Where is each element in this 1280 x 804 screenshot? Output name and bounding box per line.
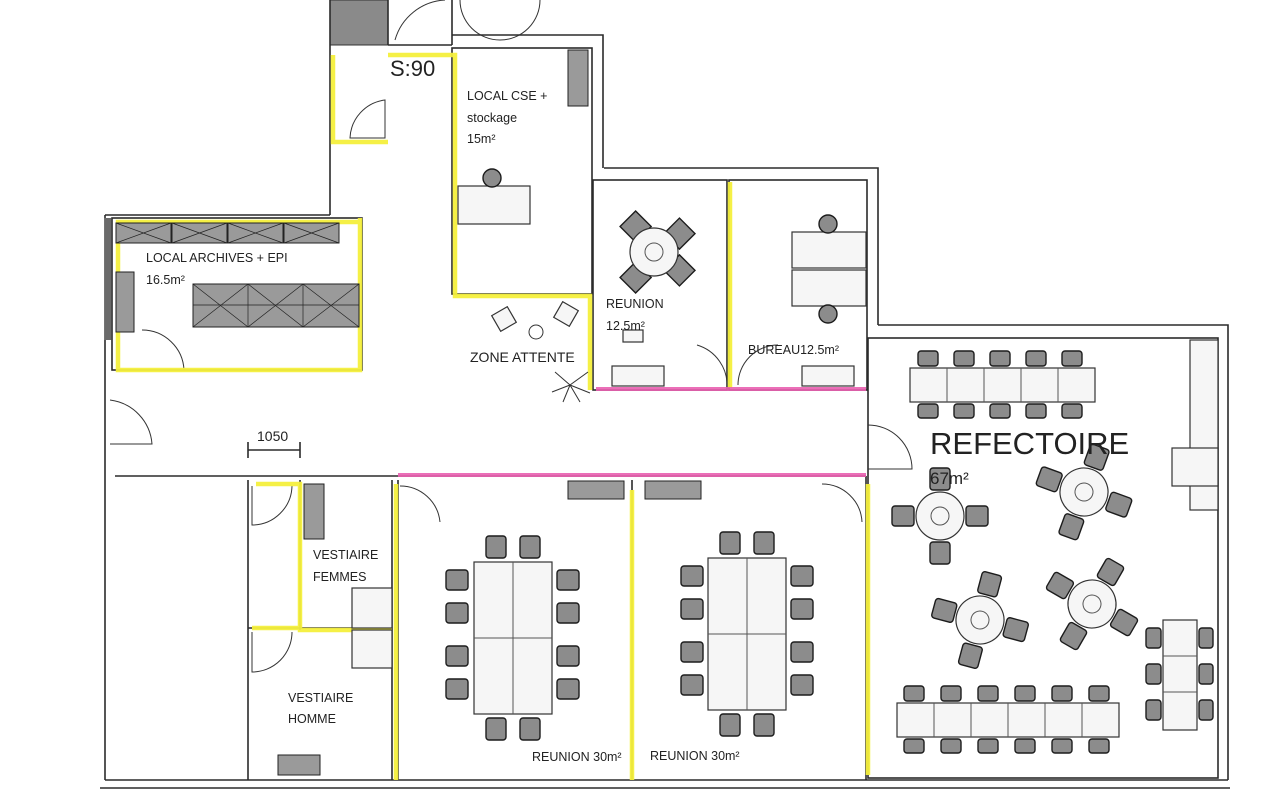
reunion-left-label: REUNION 30m² (532, 750, 622, 764)
archives-label: LOCAL ARCHIVES + EPI (146, 251, 288, 265)
shower-2 (351, 629, 393, 669)
cse-area: 15m² (467, 132, 495, 146)
refectoire-sink (1171, 447, 1219, 487)
vestiaire-homme-line1: VESTIAIRE (288, 691, 353, 705)
cse-label-line2: stockage (467, 111, 517, 125)
cse-label-line1: LOCAL CSE + (467, 89, 547, 103)
round-table-refectoire-3 (931, 571, 1029, 669)
archive-shelves-top (115, 222, 340, 244)
storage-cabinets (115, 49, 1219, 776)
reunion-right-label: REUNION 30m² (650, 749, 740, 763)
bureau-chair-2 (818, 304, 838, 324)
round-table-refectoire-1 (891, 467, 989, 565)
cse-chair (482, 168, 502, 188)
refectoire-table-top (909, 350, 1096, 419)
vestiaire-femmes-line2: FEMMES (313, 570, 366, 584)
homme-cabinet (277, 754, 321, 776)
stair-label: S:90 (390, 56, 435, 81)
plant-icon (551, 371, 591, 403)
vestiaire-homme-line2: HOMME (288, 712, 336, 726)
refectoire-table-side (1145, 619, 1214, 731)
room-labels: S:90 1050 LOCAL CSE + stockage 15m² LOCA… (146, 56, 1129, 764)
bureau-desk-2 (791, 269, 867, 307)
corridor-cabinet-1 (567, 480, 625, 500)
archive-shelves-center (192, 283, 360, 328)
round-table-refectoire-4 (1045, 557, 1139, 651)
highlights (115, 52, 871, 780)
bureau-chair-1 (818, 214, 838, 234)
shower-1 (351, 587, 393, 629)
archives-area: 16.5m² (146, 273, 185, 287)
desks (457, 168, 867, 387)
reunion-small-area: 12.5m² (606, 319, 645, 333)
refectoire-label: REFECTOIRE (930, 426, 1129, 461)
zone-attente-label: ZONE ATTENTE (470, 349, 575, 365)
cse-desk (457, 185, 531, 225)
refectoire-area: 67m² (930, 469, 969, 488)
reunion-small-label: REUNION (606, 297, 664, 311)
conference-table-left (445, 535, 580, 741)
archive-cabinet-left (115, 271, 135, 333)
reunion-cabinet (611, 365, 665, 387)
refectoire-table-bottom (896, 685, 1120, 754)
vestiaire-femmes-line1: VESTIAIRE (313, 548, 378, 562)
cse-cabinet (567, 49, 589, 107)
round-table-reunion (619, 209, 697, 295)
round-table-refectoire-2 (1035, 443, 1133, 541)
waiting-chairs (490, 300, 591, 403)
reunion-small-tv (622, 329, 644, 343)
bureau-label: BUREAU12.5m² (748, 343, 839, 357)
dimension-label: 1050 (257, 428, 288, 444)
bureau-desk-1 (791, 231, 867, 269)
vestiaire-locker (303, 483, 325, 540)
bureau-cabinet (801, 365, 855, 387)
corridor-cabinet-2 (644, 480, 702, 500)
conference-table-right (680, 531, 814, 737)
